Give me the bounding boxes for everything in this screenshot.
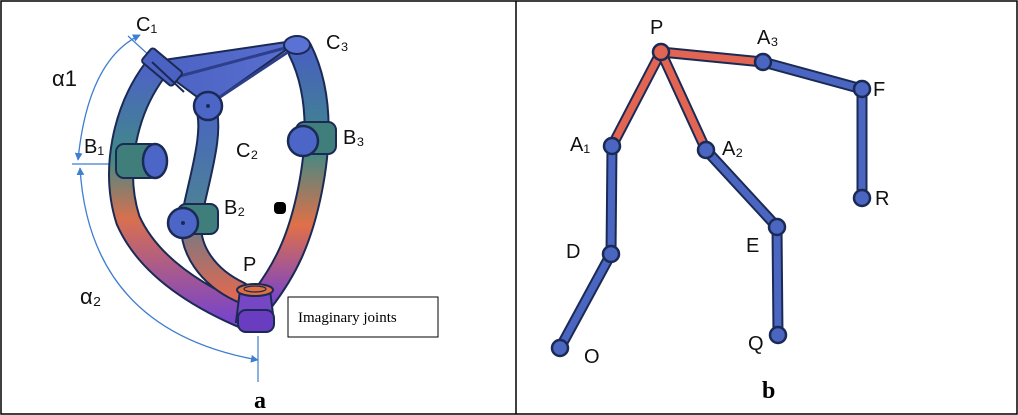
joint-c3 [283, 35, 311, 55]
label-p: P [243, 254, 256, 276]
node-e [767, 217, 787, 237]
label-b-p: P [650, 17, 663, 39]
label-alpha2: α₂ [80, 284, 101, 309]
label-b3: B₃ [343, 127, 364, 149]
label-c1: C₁ [136, 14, 157, 36]
joint-b1 [115, 142, 169, 180]
joint-b2 [166, 203, 219, 240]
label-b-a3: A₃ [757, 27, 778, 49]
label-b-d: D [566, 241, 580, 263]
node-r [852, 188, 872, 208]
node-q [768, 325, 788, 345]
alpha1-arc [74, 34, 141, 161]
label-b2: B₂ [224, 197, 245, 219]
joint-p-base [234, 283, 276, 333]
node-o [550, 338, 570, 358]
label-b-a1: A₁ [570, 134, 590, 156]
node-p [651, 42, 671, 62]
caption-b: b [762, 378, 775, 404]
joint-c2 [192, 90, 224, 122]
node-d [601, 244, 621, 264]
node-f [852, 79, 872, 99]
callout-box [287, 296, 439, 338]
joint-c1 [141, 47, 185, 93]
panel-b: P A₃ F A₁ A₂ R E D Q O b [550, 17, 889, 404]
alpha2-arc [76, 167, 259, 363]
caption-a: a [254, 388, 266, 414]
label-c3: C₃ [326, 32, 349, 54]
top-plate [147, 39, 301, 107]
label-c2: C₂ [236, 140, 258, 162]
label-b-e: E [746, 235, 759, 257]
label-alpha1: α1 [52, 66, 77, 91]
joint-b3 [286, 121, 337, 158]
label-b-q: Q [748, 333, 764, 355]
node-a3 [753, 52, 773, 72]
label-b-a2: A₂ [722, 138, 743, 160]
callout-text: Imaginary joints [298, 310, 397, 326]
node-a1 [602, 136, 622, 156]
label-b-r: R [875, 188, 889, 210]
label-b1: B₁ [84, 136, 104, 158]
label-b-o: O [584, 346, 600, 368]
label-b-f: F [873, 79, 885, 101]
marker-dot [274, 202, 286, 214]
node-a2 [696, 140, 716, 160]
panel-a: Imaginary joints C₁ C₃ α1 B₁ C₂ B₃ B₂ P … [52, 14, 439, 414]
